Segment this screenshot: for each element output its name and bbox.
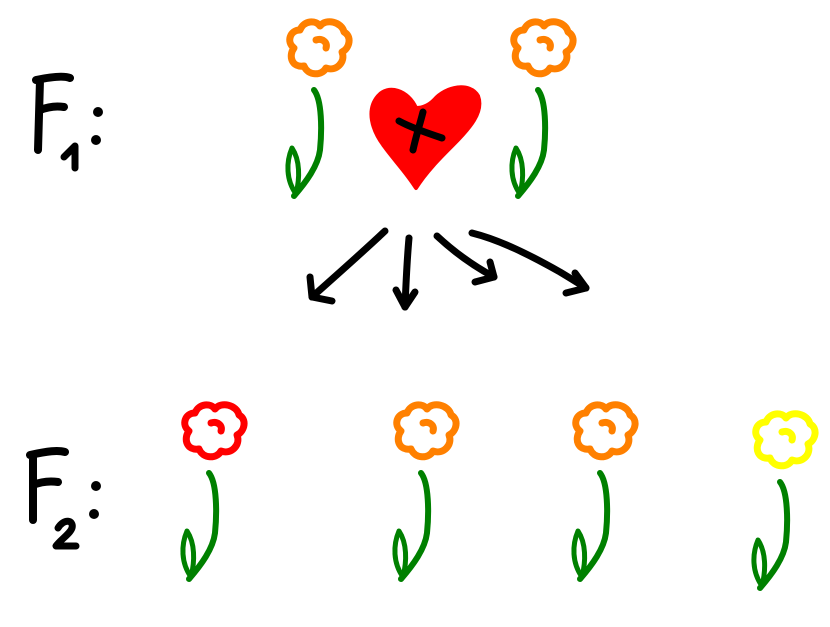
arrow-down-icon — [392, 234, 419, 311]
f2-offspring-flower-4 — [751, 410, 819, 591]
f2-offspring-flower-1 — [180, 401, 248, 582]
flower-stem — [757, 479, 791, 591]
flower-leaf — [751, 537, 768, 589]
flower-stem — [398, 470, 432, 582]
flower-leaf — [571, 528, 588, 580]
flower-leaf — [392, 528, 409, 580]
flower-petals — [181, 401, 248, 461]
flower-petals — [286, 18, 353, 78]
flower-leaf — [285, 145, 302, 197]
cross-symbol-icon — [395, 108, 446, 154]
f2-label: F 2 — [26, 447, 101, 550]
flower-petals — [752, 410, 819, 470]
cross-heart — [369, 85, 482, 190]
f1-parent-flower-right — [509, 18, 577, 199]
f1-label: F 1 — [32, 72, 103, 172]
flower-petals — [393, 401, 460, 461]
flower-stem — [515, 87, 549, 199]
flower-leaf — [509, 145, 526, 197]
flower-stem — [186, 470, 220, 582]
f1-parent-flower-left — [285, 18, 353, 199]
flower-stem — [577, 470, 611, 582]
heart-icon — [369, 85, 482, 190]
flower-stem — [291, 87, 325, 199]
arrow-down-right-icon — [433, 232, 498, 286]
flower-petals — [572, 401, 639, 461]
offspring-arrows — [306, 227, 590, 311]
flower-petals — [510, 18, 577, 78]
arrow-far-right-icon — [468, 229, 590, 297]
flower-leaf — [180, 528, 197, 580]
arrow-down-left-icon — [306, 227, 389, 305]
f2-offspring-flower-3 — [571, 401, 639, 582]
f2-offspring-flower-2 — [392, 401, 460, 582]
